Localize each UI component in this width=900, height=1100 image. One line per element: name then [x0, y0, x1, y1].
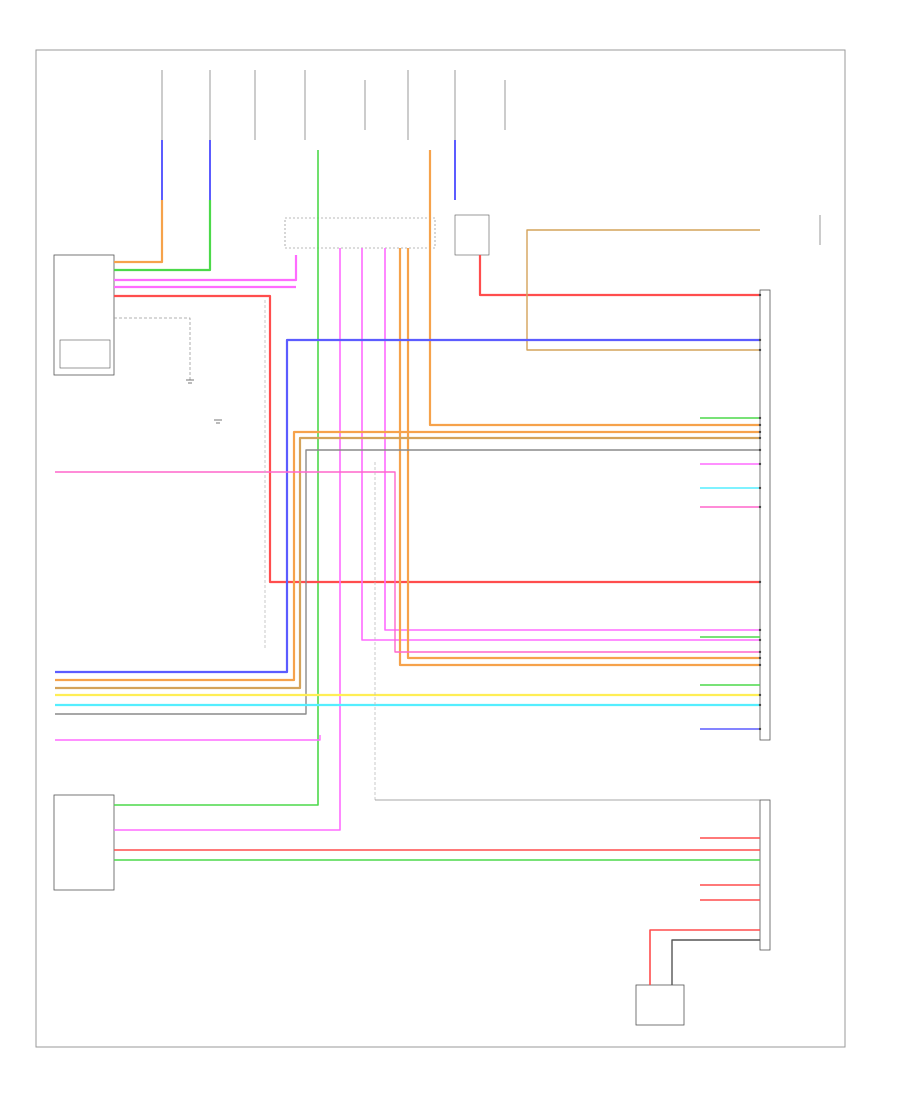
top-fuse-labels — [161, 70, 506, 140]
power-source-control-ecu-box — [759, 289, 771, 741]
wire-tan-long — [55, 436, 760, 690]
wire-starter-2 — [671, 939, 760, 985]
steering-lock-motor-symbol — [59, 339, 111, 369]
wire-magenta-5 — [384, 248, 760, 631]
wire-pink-2 — [55, 735, 321, 741]
wire-starter-1 — [649, 929, 760, 985]
wire-grey-dash-1 — [114, 317, 191, 380]
wire-green-2 — [114, 150, 319, 806]
stop-lamp-switch-box — [454, 214, 490, 256]
wire-orange-1 — [114, 200, 164, 264]
wire-grey-long — [55, 449, 760, 715]
wire-pink-1 — [55, 471, 760, 653]
wire-orange-2 — [428, 150, 760, 427]
wire-magenta-1 — [114, 255, 298, 282]
ecu-pins — [758, 293, 762, 731]
relay-box-outline — [284, 217, 436, 249]
wire-red-2 — [478, 255, 760, 297]
wire-magenta-4 — [361, 248, 760, 641]
wire-tan-1 — [526, 229, 760, 351]
wire-green-1 — [114, 200, 212, 272]
wire-orange-long — [55, 430, 760, 682]
wire-orange-4 — [406, 248, 760, 660]
wire-blue-long — [55, 338, 760, 674]
diagram-frame — [35, 49, 846, 1048]
starter-box — [635, 984, 685, 1026]
steering-lock-ecu-box — [53, 254, 115, 376]
wire-magenta-3 — [114, 248, 341, 831]
wire-orange-3 — [398, 248, 760, 667]
id-code-box-outline — [53, 794, 115, 891]
wire-red-1 — [114, 294, 760, 584]
wires — [55, 140, 760, 985]
engine-control-module-box — [759, 799, 771, 951]
ground-symbols — [186, 379, 222, 424]
